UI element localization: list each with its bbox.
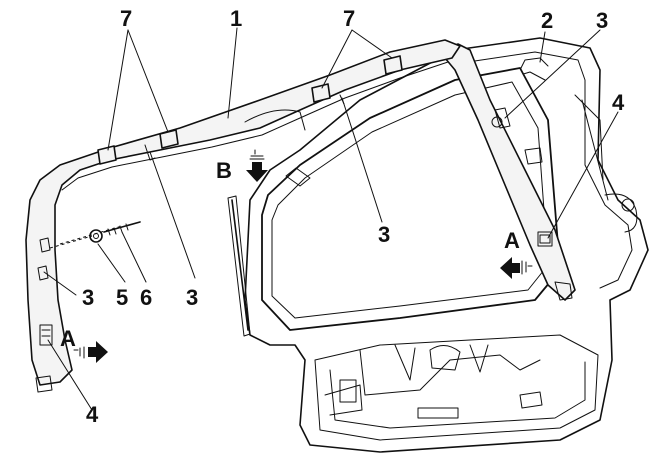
callout-4-right: 4 [612, 90, 625, 115]
side-trim-right [439, 43, 576, 301]
callout-2: 2 [541, 8, 553, 33]
callout-5: 5 [116, 285, 128, 310]
view-arrow-a-right [73, 341, 108, 363]
callout-3-mid-left: 3 [186, 285, 198, 310]
upper-trim-panel [25, 39, 461, 393]
callout-3-top-right: 3 [596, 8, 608, 33]
callout-4-bottom: 4 [86, 402, 99, 427]
callout-1: 1 [230, 6, 242, 31]
tailgate-body [227, 37, 649, 453]
view-marker-a-right: A [504, 228, 520, 253]
callout-3-center: 3 [378, 222, 390, 247]
callout-7-right: 7 [343, 6, 355, 31]
callout-3-left: 3 [82, 285, 94, 310]
callout-6: 6 [140, 285, 152, 310]
fasteners [49, 221, 141, 249]
callout-7-left: 7 [120, 6, 132, 31]
view-marker-a-left: A [60, 326, 76, 351]
view-arrow-a-left [500, 257, 533, 279]
leader-lines [43, 27, 619, 411]
view-arrow-b [246, 149, 268, 182]
view-marker-b: B [216, 158, 232, 183]
